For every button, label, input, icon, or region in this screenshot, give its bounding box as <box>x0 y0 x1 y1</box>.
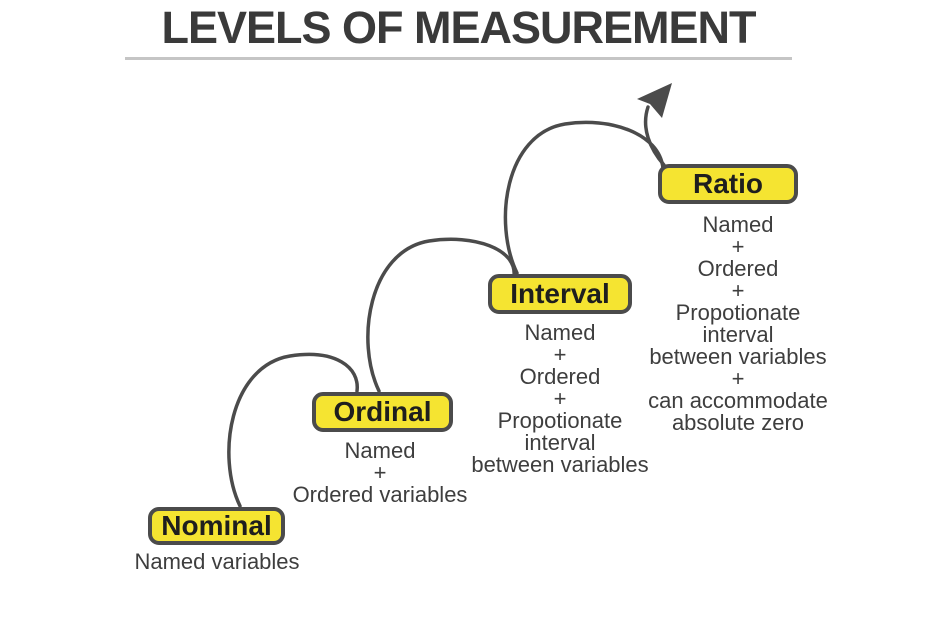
caption-line: + <box>553 386 567 411</box>
page-title: LEVELS OF MEASUREMENT <box>161 2 756 53</box>
caption-line: can accommodate <box>648 388 828 413</box>
caption-line: Ordered <box>519 364 601 389</box>
caption-line: Propotionate <box>497 408 623 433</box>
caption-line: Ordered <box>697 256 779 281</box>
level-label-ratio: Ratio <box>693 168 763 199</box>
level-label-nominal: Nominal <box>161 510 272 541</box>
level-box-ratio: Ratio <box>658 164 798 204</box>
caption-line: interval <box>524 430 596 455</box>
caption-line: Named <box>524 320 596 345</box>
ascending-arrow-icon <box>637 83 672 118</box>
caption-line: + <box>731 366 745 391</box>
caption-line: Named variables <box>134 549 300 574</box>
level-box-ordinal: Ordinal <box>312 392 453 432</box>
caption-line: absolute zero <box>671 410 805 435</box>
caption-line: + <box>553 342 567 367</box>
caption-line: Propotionate <box>675 300 801 325</box>
caption-ordinal: Named + Ordered variables <box>293 440 468 506</box>
level-box-nominal: Nominal <box>148 507 285 545</box>
caption-line: + <box>731 278 745 303</box>
caption-line: Named <box>344 438 416 463</box>
caption-line: Ordered variables <box>292 482 468 507</box>
caption-line: + <box>373 460 387 485</box>
connector-curve-interval-ratio <box>503 120 665 275</box>
level-label-interval: Interval <box>510 278 610 309</box>
caption-line: + <box>731 234 745 259</box>
caption-line: between variables <box>471 452 649 477</box>
title-underline <box>125 57 792 60</box>
caption-nominal: Named variables <box>134 551 299 573</box>
caption-ratio: Named + Ordered + Propotionate interval … <box>648 214 828 434</box>
caption-line: Named <box>702 212 774 237</box>
caption-interval: Named + Ordered + Propotionate interval … <box>471 322 648 476</box>
caption-line: between variables <box>649 344 827 369</box>
level-label-ordinal: Ordinal <box>333 396 432 427</box>
level-box-interval: Interval <box>488 274 632 314</box>
ascending-arrow-shaft <box>643 105 666 167</box>
caption-line: interval <box>702 322 774 347</box>
